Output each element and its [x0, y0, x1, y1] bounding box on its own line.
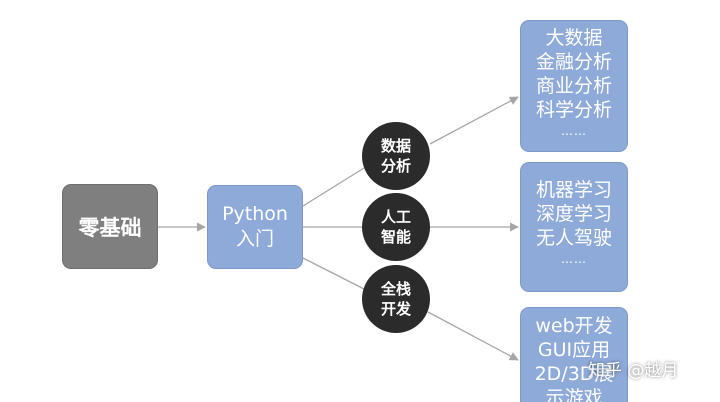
node-zero-basics-label: 零基础: [78, 215, 142, 240]
result-item: web开发: [535, 315, 613, 337]
node-python-intro-line-2: 入门: [235, 228, 274, 250]
result-item: 科学分析: [535, 99, 612, 121]
result-item: GUI应用: [537, 339, 611, 361]
result-ellipsis: ……: [561, 252, 587, 266]
result-artificial-intelligence: 机器学习 深度学习 无人驾驶 ……: [520, 162, 628, 292]
branch-data-analysis: 数据 分析: [362, 122, 430, 190]
result-data-analysis: 大数据 金融分析 商业分析 科学分析 ……: [520, 20, 628, 152]
result-item: 深度学习: [535, 203, 612, 225]
node-python-intro-line-1: Python: [222, 203, 288, 225]
result-item: 机器学习: [535, 179, 612, 201]
branch-full-stack: 全栈 开发: [362, 265, 430, 333]
result-item: 2D/3D展: [534, 363, 614, 385]
node-python-intro: Python 入门: [207, 185, 303, 269]
result-item: 示游戏: [545, 387, 603, 402]
result-item: 金融分析: [535, 51, 612, 73]
result-ellipsis: ……: [561, 124, 587, 138]
branch-label-line-2: 分析: [380, 157, 411, 175]
node-zero-basics: 零基础: [62, 184, 158, 269]
result-item: 无人驾驶: [535, 227, 612, 249]
branch-label-line-1: 人工: [380, 208, 411, 226]
result-full-stack: web开发 GUI应用 2D/3D展 示游戏: [520, 307, 628, 402]
branch-label-line-2: 开发: [380, 300, 411, 318]
zhihu-watermark: 知乎 @越月: [588, 361, 679, 381]
branch-label-line-1: 数据: [380, 137, 411, 155]
arrow-branch-1-to-result-1: [429, 96, 519, 145]
line-python-to-branch-1: [302, 167, 365, 207]
line-python-to-branch-3: [302, 257, 367, 291]
branch-label-line-2: 智能: [380, 228, 411, 246]
result-item: 商业分析: [535, 75, 612, 97]
branch-label-line-1: 全栈: [380, 280, 411, 298]
arrow-branch-3-to-result-3: [427, 311, 519, 361]
result-item: 大数据: [545, 27, 603, 49]
branch-artificial-intelligence: 人工 智能: [362, 193, 430, 261]
